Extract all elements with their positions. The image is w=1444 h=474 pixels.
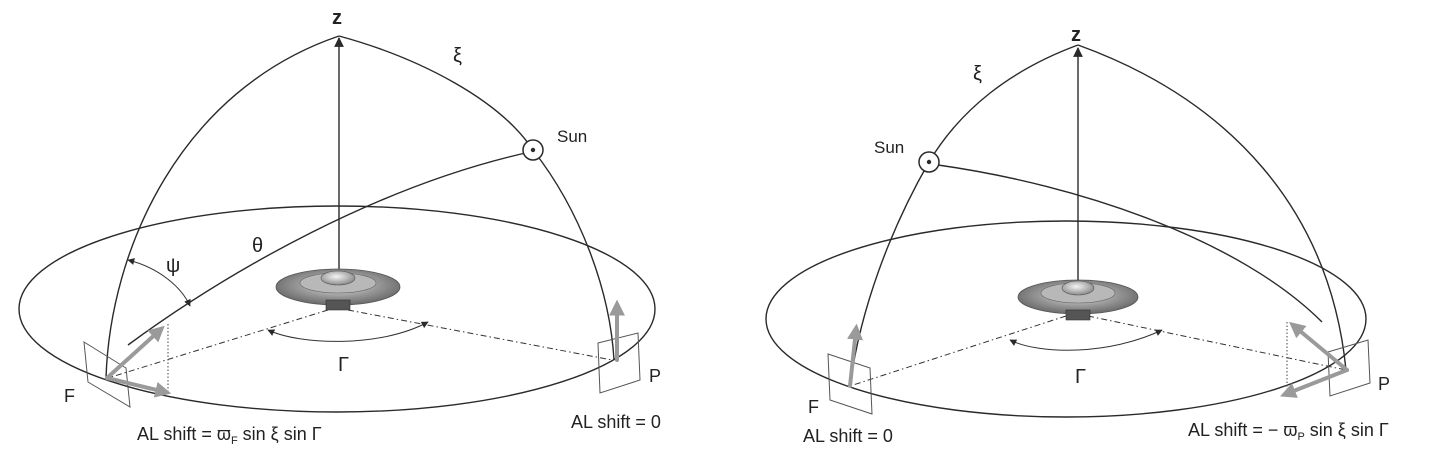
al-shift-f-caption: AL shift = 0 <box>803 426 893 446</box>
p-label: P <box>649 366 661 386</box>
satellite-icon <box>275 268 401 311</box>
sun-symbol <box>918 151 940 173</box>
right-panel: z ξ Sun Γ F P AL shift = 0 AL shift = − … <box>765 24 1390 446</box>
sun-symbol <box>522 139 544 161</box>
f-label: F <box>808 397 819 417</box>
f-focal-plane <box>827 353 873 415</box>
line-center-to-f <box>849 315 1067 387</box>
arc-f-to-sun-theta <box>127 151 531 346</box>
p-label: P <box>1378 374 1390 394</box>
gamma-angle-arc <box>267 321 429 342</box>
psi-label: ψ <box>166 255 180 277</box>
arc-z-to-p <box>1077 44 1347 371</box>
f-grey-arrow-up <box>847 323 863 388</box>
z-label: z <box>1071 24 1081 46</box>
gamma-label: Γ <box>338 354 349 376</box>
arc-sun-to-f <box>849 161 930 387</box>
arc-sun-to-p-theta <box>937 164 1323 323</box>
f-label: F <box>64 386 75 406</box>
xi-label: ξ <box>453 45 462 67</box>
arc-sun-to-z <box>928 44 1079 163</box>
al-shift-p-caption: AL shift = − ϖP sin ξ sin Γ <box>1188 420 1389 443</box>
line-center-to-p <box>1087 315 1347 371</box>
left-panel: z ξ Sun ψ θ Γ F P AL shift = ϖF sin ξ si… <box>18 7 661 447</box>
p-focal-plane <box>597 332 641 394</box>
psi-angle-arc <box>127 258 191 307</box>
al-shift-p-caption: AL shift = 0 <box>571 412 661 432</box>
scan-circle-ellipse <box>765 220 1367 418</box>
al-shift-f-caption: AL shift = ϖF sin ξ sin Γ <box>137 424 322 447</box>
gamma-label: Γ <box>1075 366 1086 388</box>
theta-label: θ <box>252 235 263 257</box>
p-grey-arrow-up <box>1289 321 1349 372</box>
p-grey-arrow-along <box>1280 368 1349 398</box>
arc-z-to-sun <box>338 35 534 151</box>
xi-label: ξ <box>973 63 982 85</box>
line-center-to-p <box>347 309 613 361</box>
f-grey-arrow-up <box>105 325 165 380</box>
satellite-icon <box>1017 279 1139 321</box>
z-label: z <box>332 7 342 29</box>
gamma-angle-arc <box>1009 329 1163 351</box>
f-focal-plane <box>83 341 131 408</box>
sun-label: Sun <box>874 138 904 157</box>
line-center-to-f <box>107 309 329 379</box>
f-grey-arrow-along <box>105 376 172 398</box>
scan-circle-ellipse <box>18 205 656 413</box>
p-focal-plane <box>1327 339 1371 397</box>
arc-f-to-z <box>105 35 340 379</box>
sun-label: Sun <box>557 127 587 146</box>
arc-sun-to-p <box>532 149 615 361</box>
